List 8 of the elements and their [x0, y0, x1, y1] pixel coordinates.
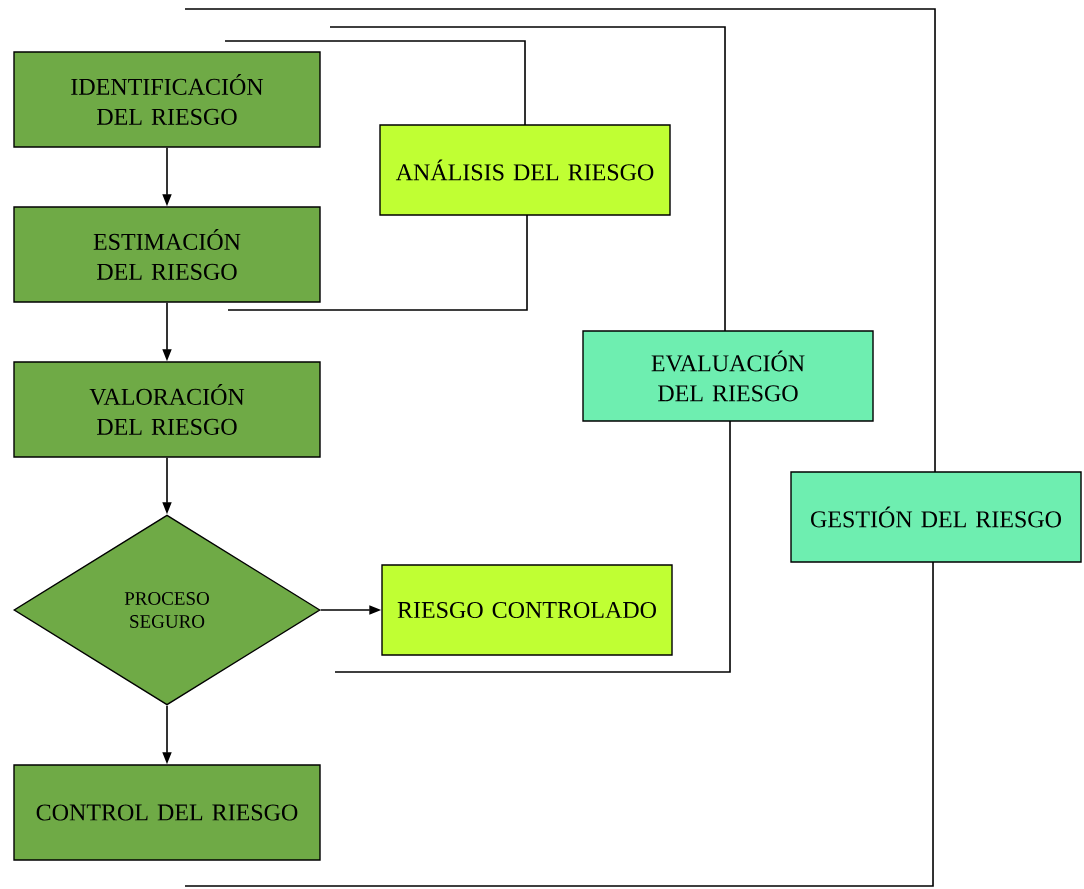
process-box: ANÁLISIS DEL RIESGO — [379, 124, 671, 216]
process-box: VALORACIÓN DEL RIESGO — [13, 361, 321, 458]
process-box: RIESGO CONTROLADO — [381, 564, 673, 656]
process-box: ESTIMACIÓN DEL RIESGO — [13, 206, 321, 303]
process-box: IDENTIFICACIÓN DEL RIESGO — [13, 51, 321, 148]
process-box: EVALUACIÓN DEL RIESGO — [582, 330, 874, 422]
process-box: GESTIÓN DEL RIESGO — [790, 471, 1082, 563]
process-box: CONTROL DEL RIESGO — [13, 764, 321, 861]
